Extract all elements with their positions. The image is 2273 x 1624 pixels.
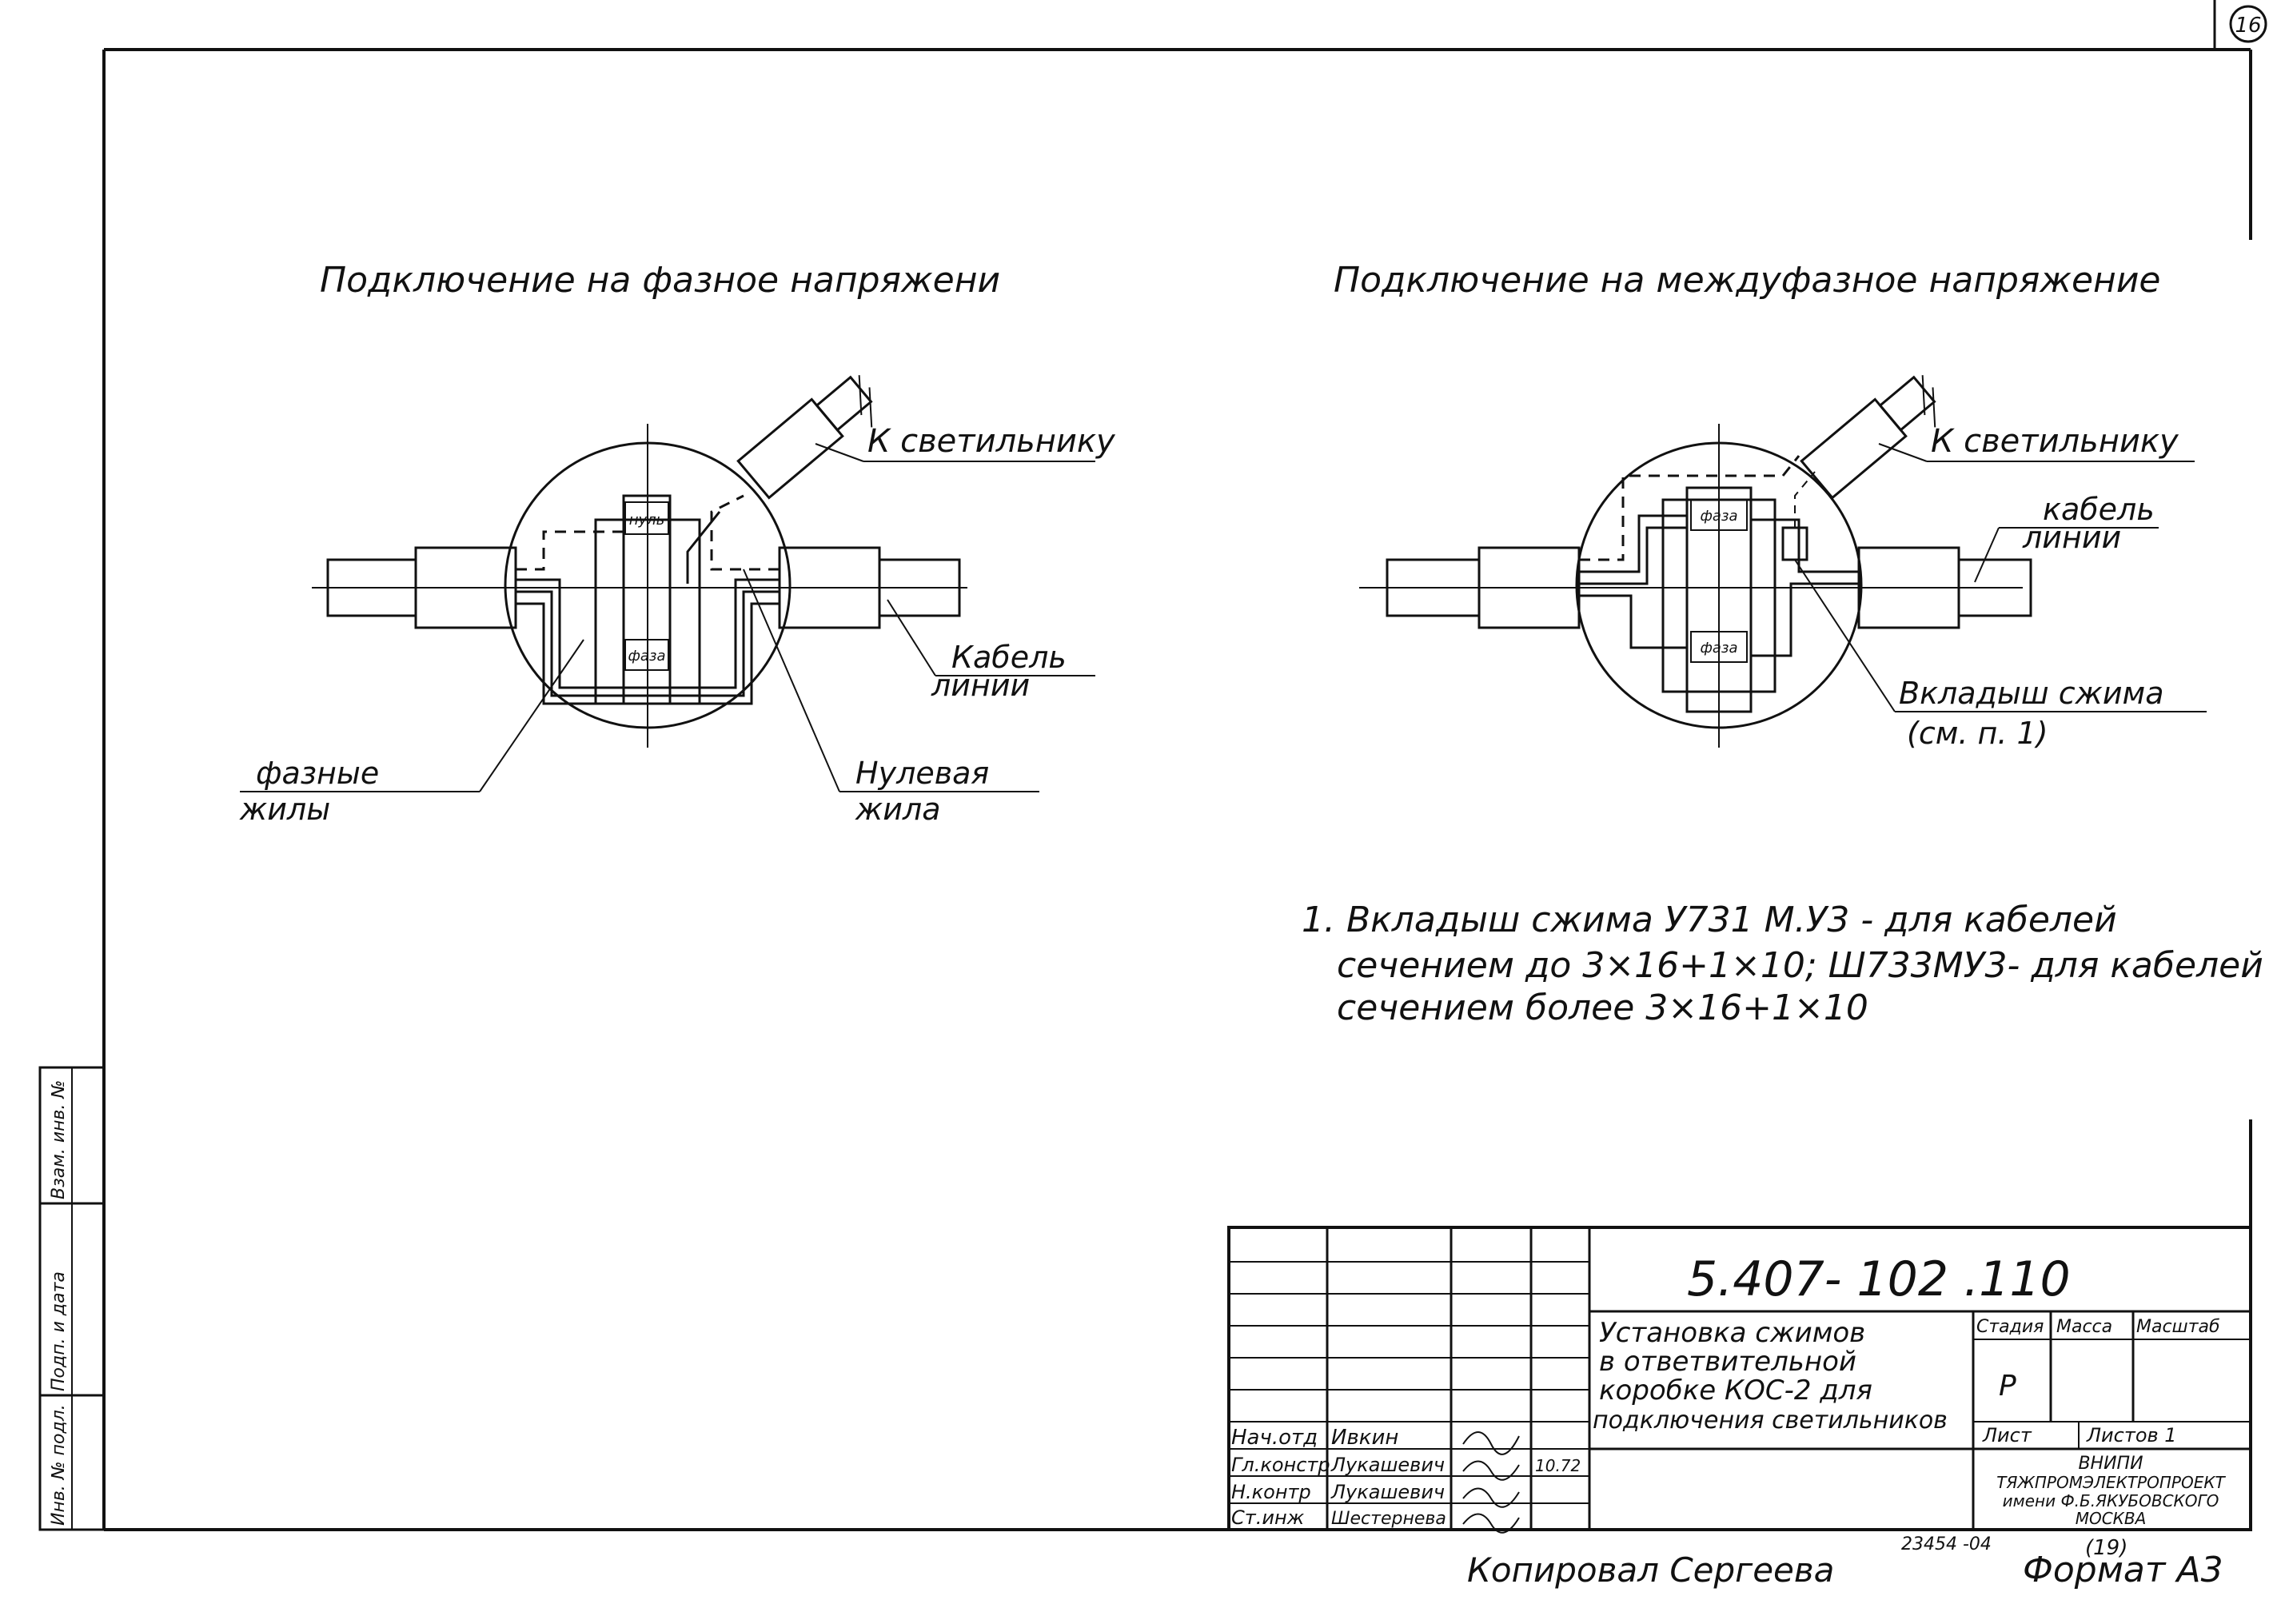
description-line-1: Установка сжимов (1599, 1317, 1865, 1349)
description-line-4: подключения светильников (1593, 1407, 1948, 1434)
org-line-3: имени Ф.Б.ЯКУБОВСКОГО (2003, 1491, 2219, 1510)
role-label: Ст.инж (1231, 1506, 1305, 1529)
signature-row: Ст.инж Шестернева (1231, 1506, 1520, 1534)
left-label-neutral-core-2: жила (855, 792, 941, 827)
col-mass: Масса (2056, 1317, 2112, 1337)
right-diagram: Подключение на междуфазное напряжение фа… (1334, 260, 2207, 751)
side-stamp-cell-2: Подп. и дата (49, 1271, 69, 1391)
note-line-2: сечением до 3×16+1×10; Ш733МУ3- для кабе… (1337, 945, 2263, 986)
org-line-1: ВНИПИ (2078, 1454, 2143, 1474)
footer: Копировал Сергеева 23454 -04 (19) Формат… (1467, 1534, 2223, 1590)
left-neutral-core-leader (743, 569, 840, 792)
doc-code: 5.407- 102 .110 (1687, 1251, 2071, 1307)
right-cable-in (1386, 546, 1581, 629)
right-dashed-core (1579, 455, 1800, 561)
role-date: 10.72 (1535, 1456, 1581, 1475)
sheet-number: 16 (2229, 5, 2267, 43)
inventory-number: 23454 -04 (1901, 1534, 1992, 1554)
left-cable-out (778, 546, 961, 629)
left-phase-cores-leader (479, 639, 584, 792)
left-label-phase-cores-2: жилы (239, 792, 330, 827)
left-junction-box (504, 441, 792, 729)
note: 1. Вкладыш сжима У731 М.У3 - для кабелей… (1302, 900, 2263, 1028)
role-name: Лукашевич (1330, 1481, 1445, 1503)
note-line-1: 1. Вкладыш сжима У731 М.У3 - для кабелей (1302, 900, 2117, 940)
left-clamp: нуль фаза (594, 494, 701, 705)
left-neutral-to-luminaire (710, 494, 780, 571)
description-line-2: в ответвительной (1599, 1346, 1856, 1378)
left-diagram: Подключение на фазное напряжени нуль фаз… (239, 260, 1116, 827)
signature-row: Гл.констр Лукашевич 10.72 (1231, 1454, 1581, 1481)
left-label-phase-cores-1: фазные (256, 756, 379, 791)
left-label-line-cable-2: линии (931, 668, 1030, 703)
right-insert-leader (1794, 559, 1896, 712)
left-diagram-title: Подключение на фазное напряжени (320, 260, 1000, 301)
stage-value: Р (1999, 1370, 2016, 1403)
right-diagram-title: Подключение на междуфазное напряжение (1334, 260, 2161, 301)
right-label-insert-1: Вкладыш сжима (1899, 676, 2164, 711)
description-line-3: коробке КОС-2 для (1599, 1375, 1872, 1407)
left-cable-leader (887, 599, 936, 676)
left-luminaire-cable (736, 375, 873, 500)
side-stamp-cell-1: Взам. инв. № (49, 1080, 69, 1199)
role-name: Шестернева (1331, 1509, 1446, 1529)
col-stage: Стадия (1976, 1317, 2044, 1337)
role-label: Гл.констр (1231, 1454, 1330, 1476)
right-phase-tag-top: фаза (1700, 508, 1737, 525)
left-neutral-tag: нуль (629, 512, 665, 529)
col-sheet: Лист (1982, 1424, 2032, 1446)
right-clamp: фаза фаза (1661, 486, 1777, 713)
right-label-to-luminaire: К светильнику (1931, 423, 2179, 460)
left-label-line-cable-1: Кабель (951, 640, 1067, 675)
signature-row: Н.контр Лукашевич (1231, 1481, 1520, 1508)
role-name: Ивкин (1331, 1426, 1398, 1450)
role-name: Лукашевич (1330, 1454, 1445, 1476)
col-scale: Масштаб (2136, 1317, 2220, 1337)
right-luminaire-leader (1878, 443, 1928, 462)
role-label: Н.контр (1231, 1481, 1311, 1503)
left-neutral-core (516, 530, 625, 571)
title-block: 5.407- 102 .110 Установка сжимов в ответ… (1227, 1226, 2252, 1534)
left-phase-tag: фаза (628, 648, 665, 664)
org-line-2: ТЯЖПРОМЭЛЕКТРОПРОЕКТ (1996, 1473, 2226, 1492)
side-stamp: Взам. инв. № Подп. и дата Инв. № подл. (38, 1066, 106, 1531)
right-cable-out (1857, 546, 2032, 629)
signature-row: Нач.отд Ивкин (1231, 1426, 1520, 1455)
page-in-set: (19) (2085, 1536, 2127, 1560)
right-label-line-cable-1: кабель (2043, 492, 2155, 527)
col-sheets: Листов 1 (2086, 1424, 2177, 1446)
right-clamp-insert (1781, 526, 1808, 561)
right-luminaire-cable (1800, 375, 1936, 500)
left-label-neutral-core-1: Нулевая (855, 756, 989, 791)
right-label-line-cable-2: линии (2022, 520, 2121, 555)
copied-by: Копировал Сергеева (1467, 1550, 1834, 1590)
left-cable-in (326, 546, 517, 629)
side-stamp-cell-3: Инв. № подл. (49, 1404, 69, 1526)
right-phase-tag-bottom: фаза (1700, 640, 1737, 656)
left-label-to-luminaire: К светильнику (867, 423, 1116, 460)
left-phase-cores (516, 578, 780, 705)
right-junction-box (1575, 441, 1863, 729)
role-label: Нач.отд (1231, 1426, 1318, 1450)
left-luminaire-leader (815, 443, 864, 462)
note-line-3: сечением более 3×16+1×10 (1337, 988, 1868, 1028)
right-phase-cores (1579, 514, 1859, 657)
sheet-number-text: 16 (2235, 14, 2261, 38)
right-cable-leader (1974, 527, 2000, 583)
format-label: Формат А3 (2023, 1550, 2223, 1590)
right-label-insert-2: (см. п. 1) (1907, 716, 2048, 751)
org-line-4: МОСКВА (2076, 1509, 2147, 1528)
